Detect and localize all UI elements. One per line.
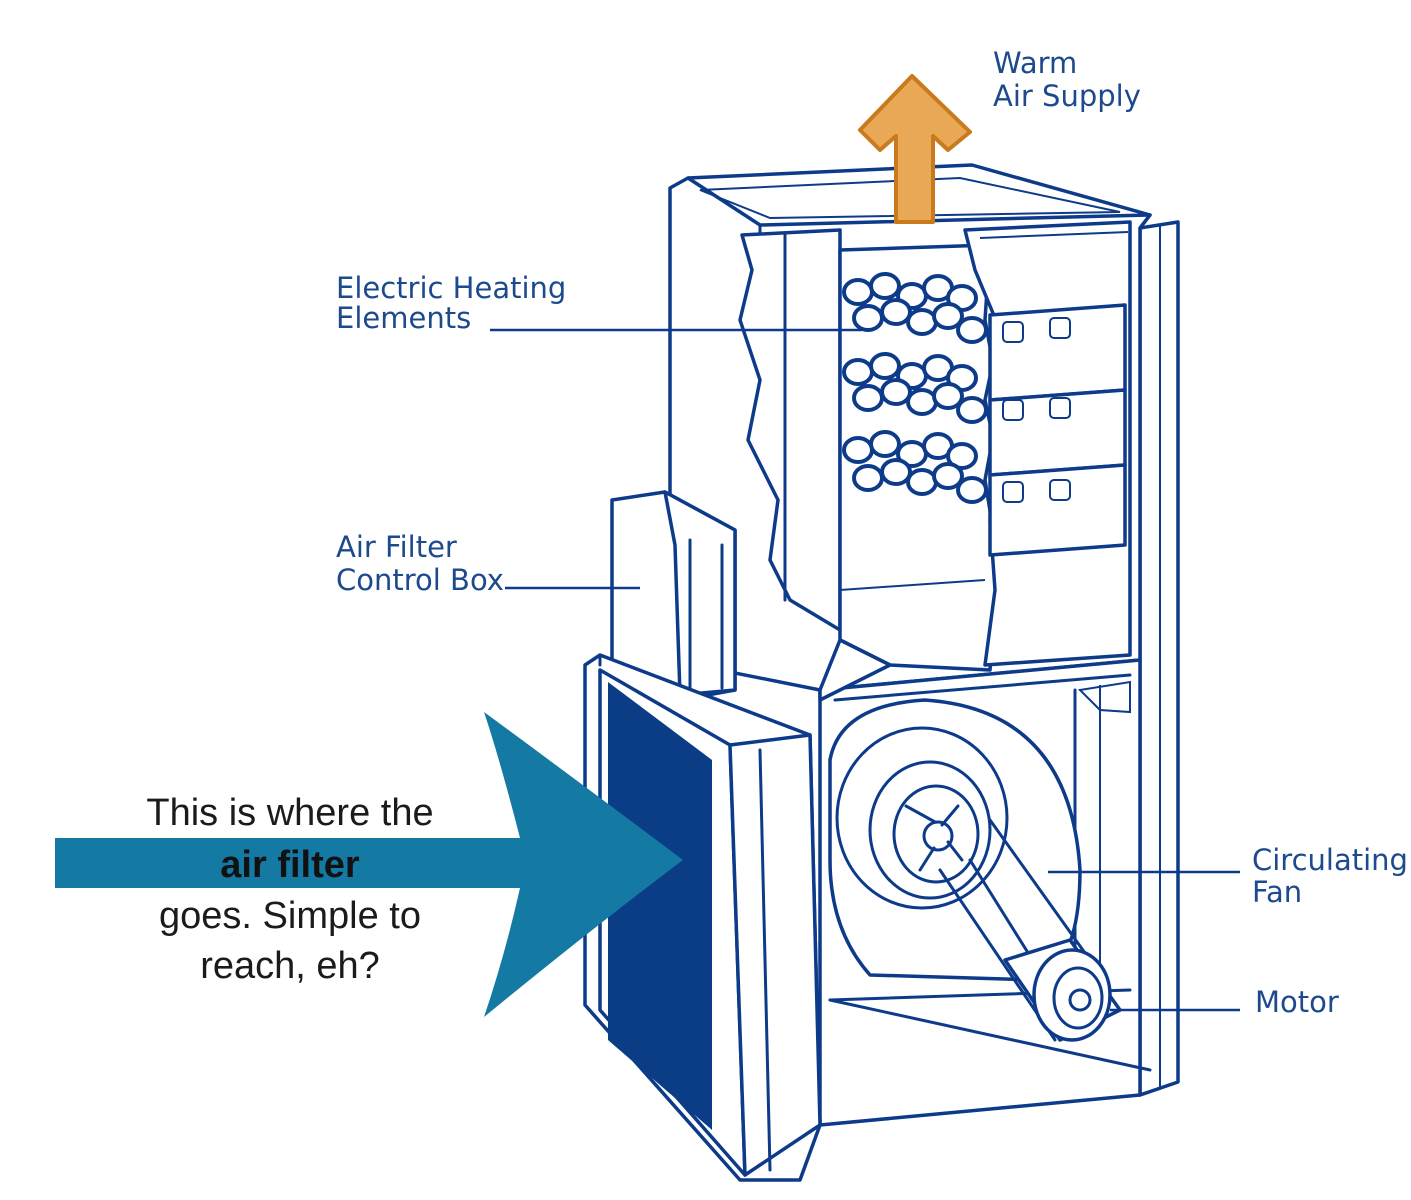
fan-label-line1: Circulating — [1252, 843, 1408, 877]
motor — [828, 818, 1152, 1072]
fan-label-line2: Fan — [1252, 875, 1302, 909]
warm-air-label-line2: Air Supply — [993, 79, 1141, 113]
heating-label-line1: Electric Heating — [336, 271, 566, 305]
heating-coil-row-2 — [842, 352, 988, 424]
terminal-panels — [988, 303, 1127, 557]
heating-elements — [842, 272, 988, 504]
callout-line3: goes. Simple to — [159, 895, 421, 937]
circulating-fan — [828, 698, 1082, 982]
callout-line2-bold: air filter — [220, 844, 360, 886]
motor-label: Motor — [1255, 985, 1339, 1019]
heating-coil-row-3 — [842, 430, 988, 504]
arrow-right-icon — [55, 712, 683, 1017]
air-filter — [608, 682, 712, 1130]
heating-label-line2: Elements — [336, 301, 471, 335]
control-box — [610, 490, 737, 702]
callout-line4: reach, eh? — [200, 945, 380, 987]
filter-box-label-line1: Air Filter — [336, 530, 457, 564]
filter-box-label-line2: Control Box — [336, 563, 504, 597]
callout-line1: This is where the — [146, 792, 433, 834]
heating-coil-row-1 — [842, 272, 988, 344]
arrow-up-icon — [858, 74, 972, 224]
warm-air-label-line1: Warm — [993, 46, 1077, 80]
